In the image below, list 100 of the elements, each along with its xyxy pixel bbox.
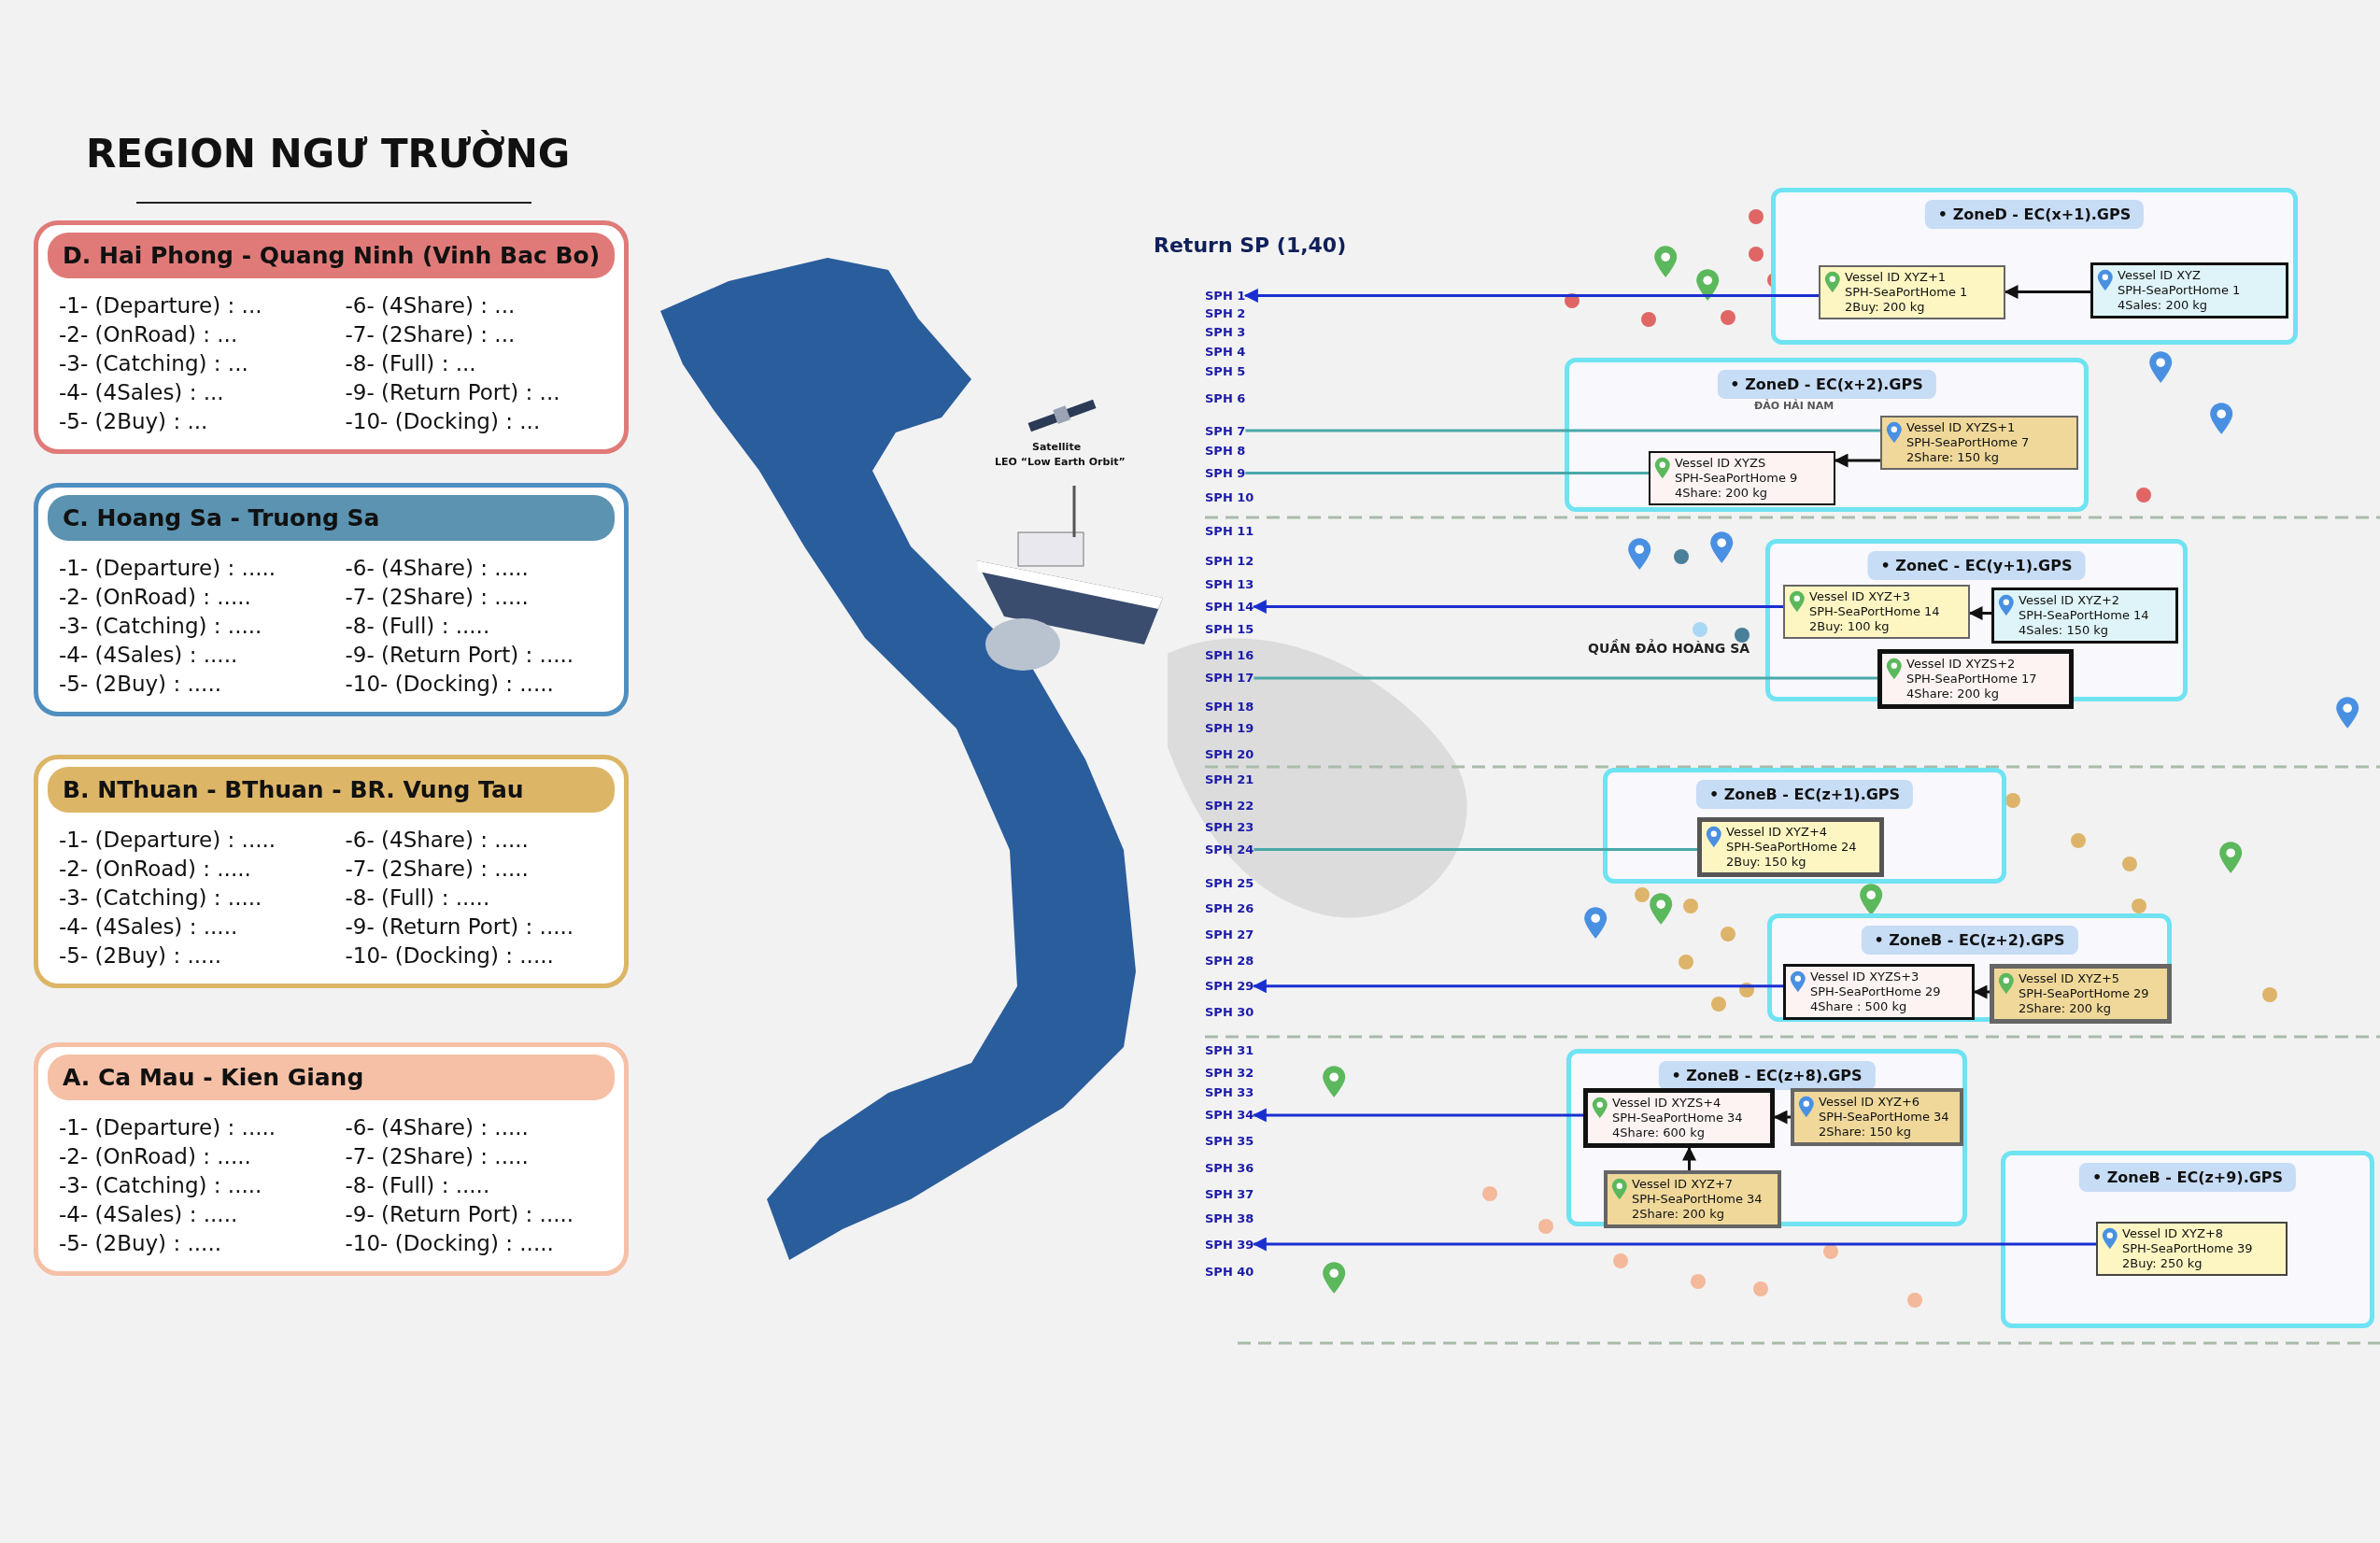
status-row-text: -2- (OnRoad) : ..... <box>59 1143 252 1170</box>
vessel-text: SPH-SeaPortHome 34 <box>1632 1192 1764 1207</box>
place-label: QUẦN ĐẢO HOÀNG SA <box>1588 641 1750 656</box>
port-label: SPH 34 <box>1205 1108 1254 1123</box>
vessel-text: SPH-SeaPortHome 24 <box>1726 840 1858 855</box>
status-row-text: -1- (Departure) : ..... <box>59 555 277 582</box>
status-row-text: -6- (4Share) : ..... <box>345 555 530 582</box>
status-row-text: -8- (Full) : ... <box>345 350 477 377</box>
section-label: Return SP (1,40) <box>1154 234 1347 257</box>
port-label: SPH 16 <box>1205 648 1254 662</box>
connector-line <box>1254 676 1877 680</box>
port-label: SPH 35 <box>1205 1134 1254 1148</box>
region-header: C. Hoang Sa - Truong Sa <box>48 495 615 541</box>
status-row-text: -9- (Return Port) : ... <box>345 379 561 406</box>
vessel-box <box>1991 587 2178 644</box>
vessel-box <box>2090 262 2288 319</box>
arrow <box>1773 1110 1791 1125</box>
vessel-text: 2Buy: 250 kg <box>2122 1256 2203 1271</box>
status-row-text: -6- (4Share) : ... <box>345 292 517 319</box>
vessel-text: SPH-SeaPortHome 14 <box>2019 608 2150 623</box>
status-row-text: -4- (4Sales) : ..... <box>59 1201 239 1228</box>
zone-box <box>2001 1151 2374 1328</box>
port-label: SPH 12 <box>1205 554 1254 569</box>
vessel-text: Vessel ID XYZ+5 <box>2019 971 2121 986</box>
status-row-text: -6- (4Share) : ..... <box>345 1114 530 1141</box>
arrow <box>1252 1108 1583 1123</box>
vessel-text: 2Share: 150 kg <box>1906 450 2001 465</box>
port-label: SPH 25 <box>1205 875 1254 890</box>
region-card <box>34 1042 629 1276</box>
vessel-text: SPH-SeaPortHome 1 <box>2118 283 2242 298</box>
zone-box <box>1566 1049 1967 1226</box>
connector-line <box>1245 472 1649 474</box>
port-label: SPH 20 <box>1205 746 1254 761</box>
port-label: SPH 32 <box>1205 1065 1254 1080</box>
connector-line <box>1254 848 1697 851</box>
vessel-text: 2Share: 200 kg <box>1632 1207 1726 1222</box>
port-label: SPH 7 <box>1205 423 1246 438</box>
zone-box <box>1767 913 2172 1022</box>
vessel-text: SPH-SeaPortHome 29 <box>2019 986 2150 1001</box>
region-card <box>34 220 629 454</box>
port-label: SPH 26 <box>1205 901 1254 916</box>
connector-line <box>1245 429 1880 432</box>
arrow <box>1252 1237 2096 1252</box>
vessel-text: Vessel ID XYZ+7 <box>1632 1177 1735 1192</box>
status-row-text: -4- (4Sales) : ..... <box>59 642 239 669</box>
vessel-text: SPH-SeaPortHome 9 <box>1675 471 1799 486</box>
vessel-text: Vessel ID XYZS+1 <box>1906 420 2017 435</box>
vessel-box <box>1697 817 1884 877</box>
arrow <box>1968 606 1991 620</box>
port-label: SPH 39 <box>1205 1237 1254 1252</box>
status-row-text: -4- (4Sales) : ..... <box>59 913 239 941</box>
status-row-text: -6- (4Share) : ..... <box>345 827 530 854</box>
vessel-text: Vessel ID XYZS+3 <box>1810 970 1920 984</box>
vessel-box <box>1649 451 1835 505</box>
vessel-text: Vessel ID XYZ+4 <box>1726 825 1829 840</box>
vessel-text: 4Sales: 150 kg <box>2019 623 2110 638</box>
vessel-box <box>1791 1088 1963 1146</box>
vessel-box <box>1990 964 2172 1024</box>
vessel-text: 4Share : 500 kg <box>1810 999 1908 1014</box>
status-row-text: -10- (Docking) : ..... <box>345 942 555 970</box>
status-row-text: -8- (Full) : ..... <box>345 613 491 640</box>
port-label: SPH 36 <box>1205 1161 1254 1176</box>
vessel-box <box>1583 1088 1775 1148</box>
region-header: A. Ca Mau - Kien Giang <box>48 1055 615 1100</box>
vessel-box <box>1604 1170 1781 1228</box>
port-label: SPH 5 <box>1205 364 1246 379</box>
vessel-text: 2Share: 200 kg <box>2019 1001 2113 1016</box>
vessel-text: Vessel ID XYZ <box>2118 268 2202 283</box>
zone-title: • ZoneB - EC(z+9).GPS <box>2078 1163 2297 1192</box>
vessel-box <box>1783 585 1970 639</box>
vessel-text: SPH-SeaPortHome 1 <box>1845 285 1969 300</box>
vessel-text: SPH-SeaPortHome 39 <box>2122 1241 2254 1256</box>
port-label: SPH 40 <box>1205 1264 1254 1279</box>
port-label: SPH 22 <box>1205 798 1254 813</box>
zone-title: • ZoneD - EC(x+2).GPS <box>1717 370 1936 399</box>
port-label: SPH 18 <box>1205 700 1254 715</box>
vessel-text: 2Buy: 200 kg <box>1845 300 1926 315</box>
zone-box <box>1603 768 2006 884</box>
vessel-box <box>1783 964 1975 1020</box>
port-label: SPH 28 <box>1205 953 1254 968</box>
port-label: SPH 2 <box>1205 306 1246 321</box>
vessel-text: Vessel ID XYZS+4 <box>1612 1096 1722 1111</box>
status-row-text: -9- (Return Port) : ..... <box>345 642 575 669</box>
status-row-text: -3- (Catching) : ..... <box>59 1172 263 1199</box>
status-row-text: -1- (Departure) : ... <box>59 292 263 319</box>
status-row-text: -2- (OnRoad) : ... <box>59 321 239 348</box>
vessel-text: SPH-SeaPortHome 34 <box>1819 1110 1950 1125</box>
status-row-text: -4- (4Sales) : ... <box>59 379 225 406</box>
zone-title: • ZoneB - EC(z+1).GPS <box>1695 780 1914 809</box>
region-header: D. Hai Phong - Quang Ninh (Vinh Bac Bo) <box>48 233 615 278</box>
port-label: SPH 15 <box>1205 622 1254 637</box>
status-row-text: -9- (Return Port) : ..... <box>345 913 575 941</box>
port-label: SPH 1 <box>1205 288 1246 303</box>
arrow <box>2004 285 2090 299</box>
status-row-text: -10- (Docking) : ... <box>345 408 542 435</box>
port-label: SPH 33 <box>1205 1085 1254 1099</box>
vessel-text: Vessel ID XYZ+3 <box>1809 589 1912 604</box>
vessel-text: 4Share: 600 kg <box>1612 1125 1707 1140</box>
vessel-box <box>1877 649 2074 709</box>
vessel-text: 4Share: 200 kg <box>1675 486 1769 501</box>
